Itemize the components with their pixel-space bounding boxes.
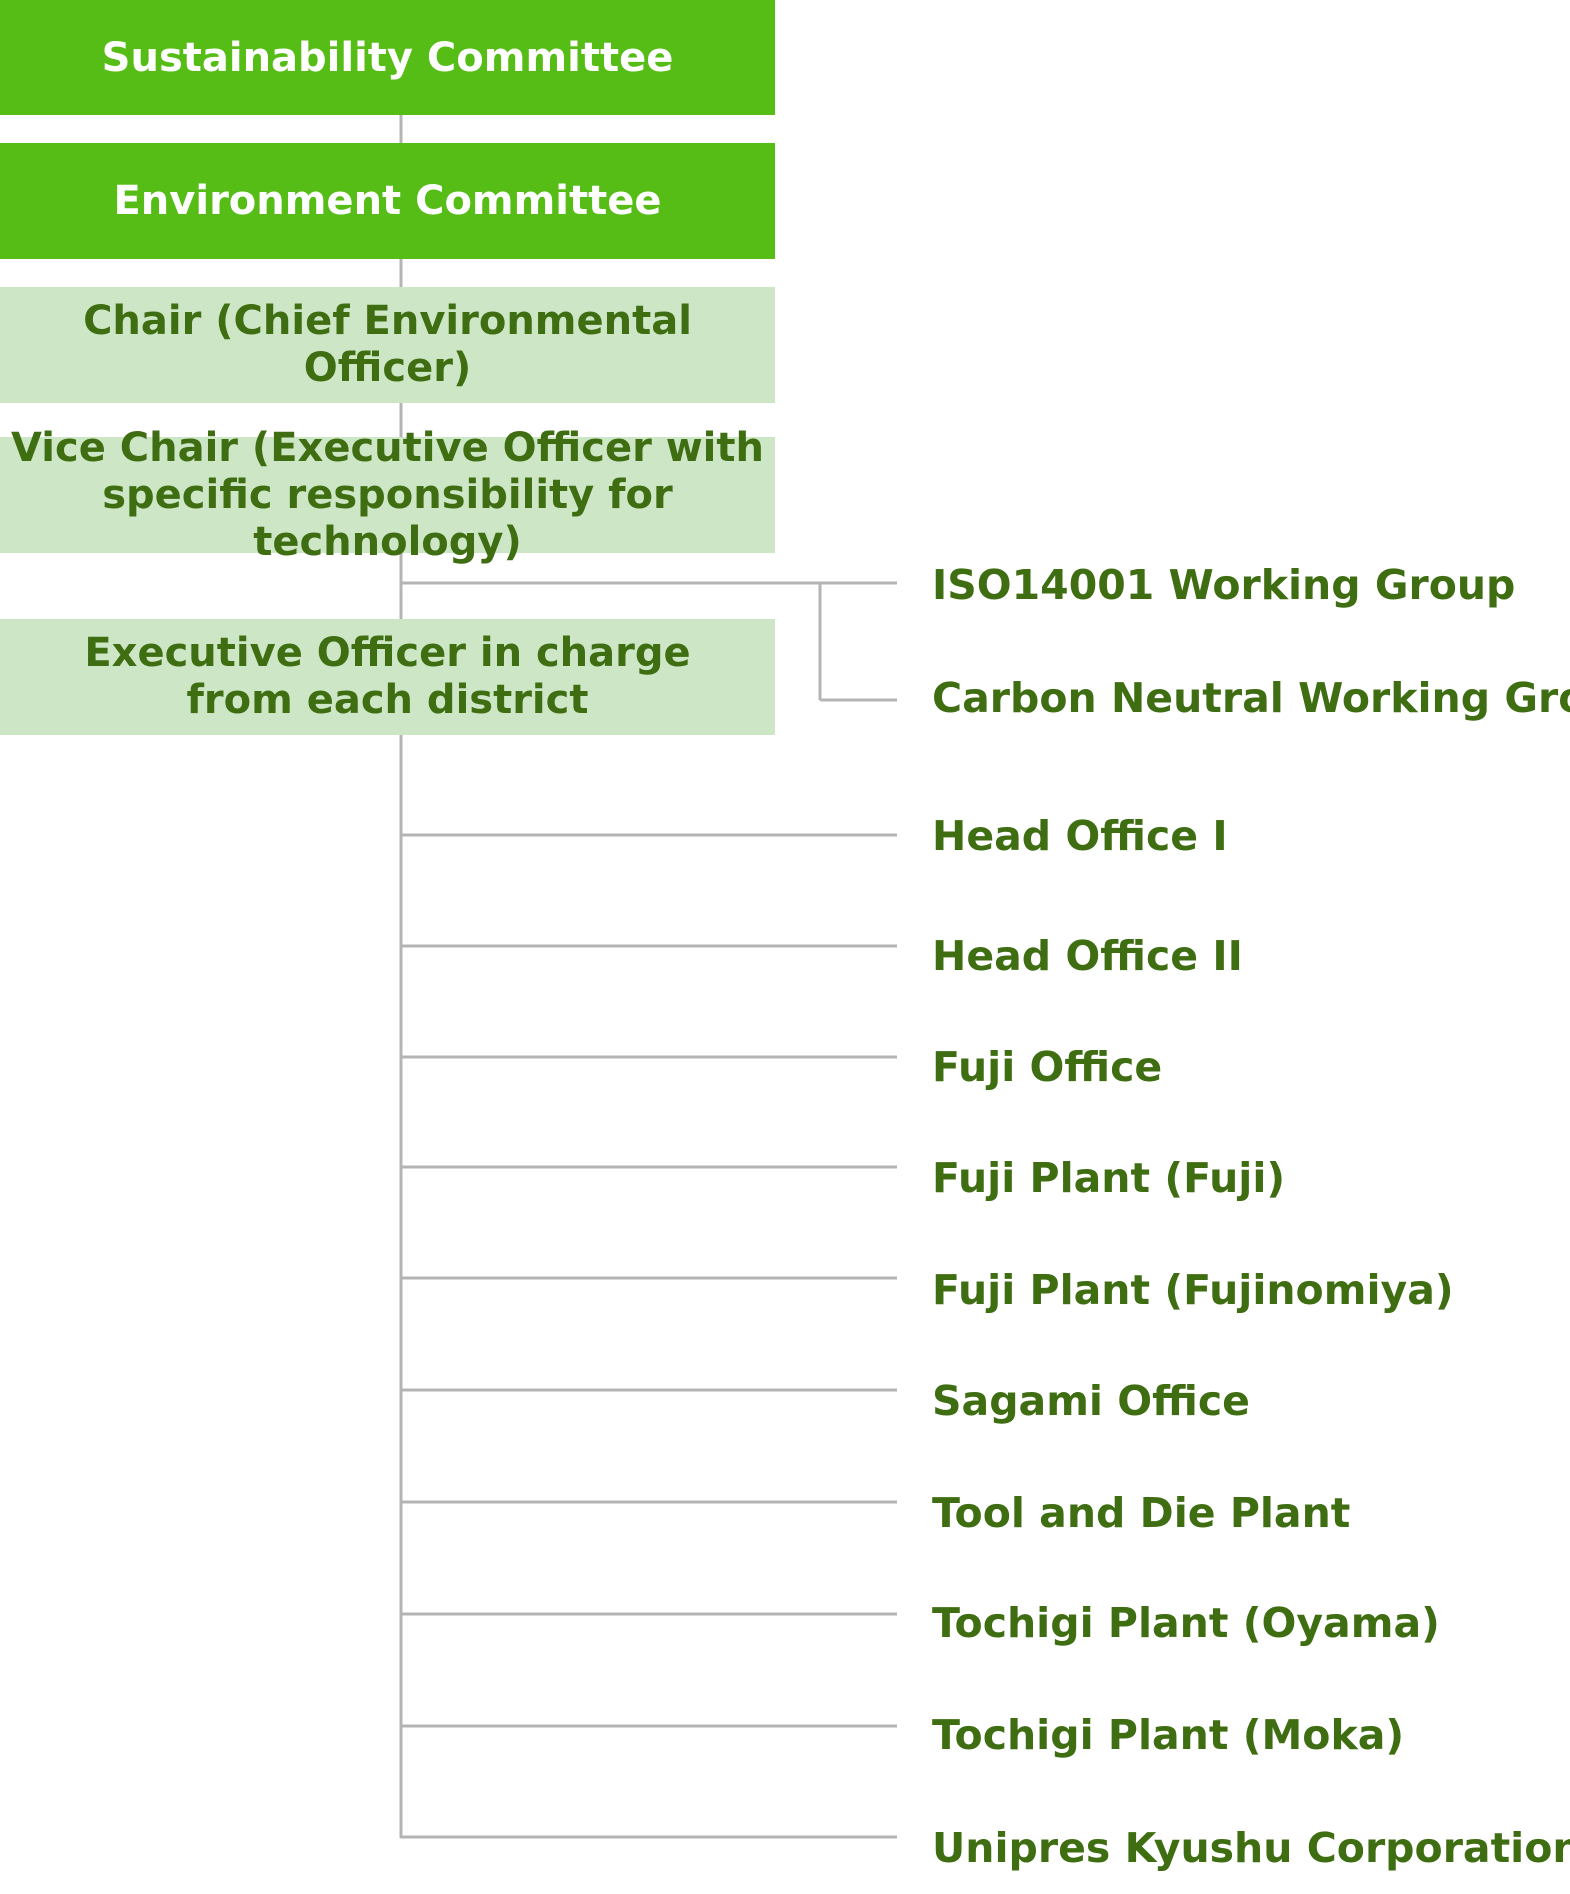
sustainability-committee-box: Sustainability Committee — [0, 0, 775, 115]
executive-officer-box: Executive Officer in charge from each di… — [0, 619, 775, 735]
district-fuji-office: Fuji Office — [932, 1043, 1163, 1091]
district-tochigi-plant-moka: Tochigi Plant (Moka) — [932, 1711, 1405, 1759]
district-fuji-plant-fuji: Fuji Plant (Fuji) — [932, 1154, 1286, 1202]
working-group-carbon-neutral: Carbon Neutral Working Group — [932, 674, 1570, 722]
district-head-office-2: Head Office II — [932, 932, 1243, 980]
district-unipres-kyushu: Unipres Kyushu Corporation — [932, 1824, 1570, 1872]
vice-chair-box: Vice Chair (Executive Officer with speci… — [0, 425, 775, 565]
district-tool-and-die-plant: Tool and Die Plant — [932, 1489, 1351, 1537]
chair-label: Chair (Chief Environmental Officer) — [83, 298, 692, 391]
environment-committee-label: Environment Committee — [113, 178, 662, 224]
working-group-iso14001: ISO14001 Working Group — [932, 561, 1516, 609]
vice-chair-label: Vice Chair (Executive Officer with speci… — [11, 424, 764, 565]
district-sagami-office: Sagami Office — [932, 1377, 1250, 1425]
executive-officer-label: Executive Officer in charge from each di… — [84, 630, 691, 723]
environment-committee-box: Environment Committee — [0, 143, 775, 259]
chair-box: Chair (Chief Environmental Officer) — [0, 287, 775, 403]
district-tochigi-plant-oyama: Tochigi Plant (Oyama) — [932, 1599, 1440, 1647]
district-head-office-1: Head Office I — [932, 812, 1228, 860]
district-fuji-plant-fujinomiya: Fuji Plant (Fujinomiya) — [932, 1266, 1454, 1314]
sustainability-committee-label: Sustainability Committee — [101, 34, 674, 81]
